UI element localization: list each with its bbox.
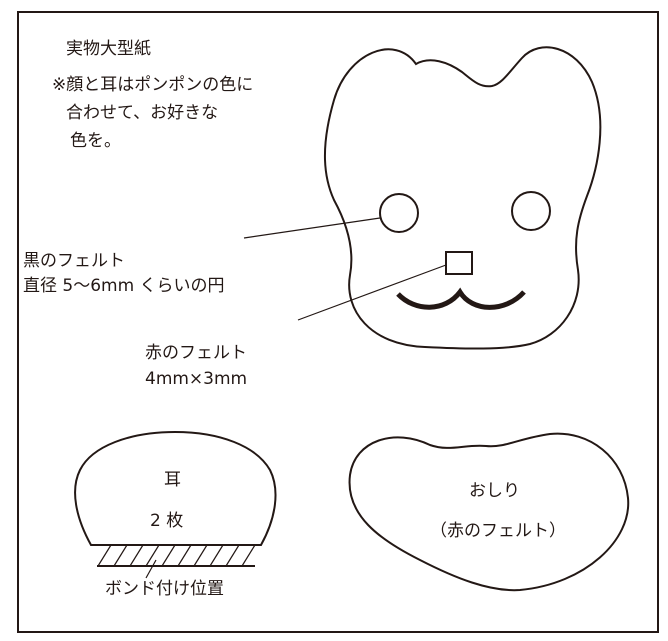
tail-material: （赤のフェルト） bbox=[430, 521, 566, 541]
page-border bbox=[17, 11, 659, 633]
face-outline bbox=[323, 46, 602, 350]
tail-label: おしり bbox=[469, 481, 520, 501]
mouth bbox=[396, 287, 526, 310]
ear-label: 耳 bbox=[164, 470, 181, 490]
glue-leader-line bbox=[145, 559, 157, 579]
glue-position-label: ボンド付け位置 bbox=[105, 579, 224, 599]
note-line-1: ※顔と耳はポンポンの色に bbox=[52, 75, 254, 95]
nose bbox=[445, 251, 473, 275]
ear-glue-hatching bbox=[97, 544, 256, 567]
nose-leader-line bbox=[297, 264, 447, 321]
note-line-3: 色を。 bbox=[70, 131, 121, 151]
page-title: 実物大型紙 bbox=[66, 39, 151, 59]
nose-label-material: 赤のフェルト bbox=[145, 343, 247, 363]
nose-label-size: 4mm×3mm bbox=[145, 369, 248, 389]
ear-outline bbox=[74, 430, 277, 546]
left-eye bbox=[379, 193, 419, 233]
right-eye bbox=[511, 191, 551, 231]
tail-outline bbox=[348, 432, 630, 592]
eye-label-size: 直径 5〜6mm くらいの円 bbox=[23, 276, 225, 296]
ear-count: 2 枚 bbox=[150, 511, 184, 531]
eye-leader-line bbox=[243, 217, 381, 239]
note-line-2: 合わせて、お好きな bbox=[66, 103, 219, 123]
eye-label-material: 黒のフェルト bbox=[23, 251, 125, 271]
